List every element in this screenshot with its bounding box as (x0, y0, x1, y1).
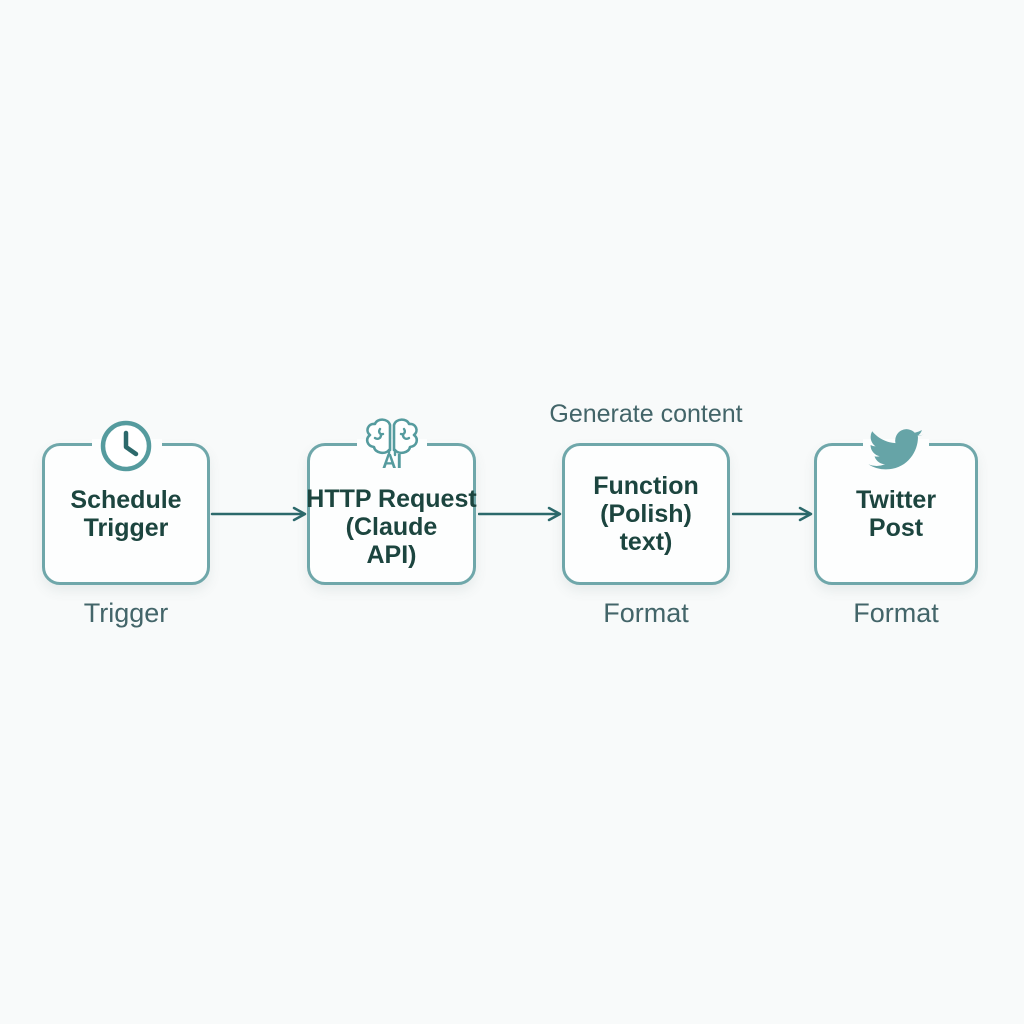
connector-arrow-1 (210, 506, 307, 522)
caption-generate-content: Generate content (549, 400, 743, 428)
clock-icon (100, 420, 152, 472)
node-title-line: Twitter (855, 486, 937, 514)
border-gap (357, 439, 427, 450)
ai-brain-icon (365, 418, 419, 457)
node-title-line: HTTP Request (306, 485, 477, 513)
node-title-line: Post (868, 514, 924, 542)
node-title-line: (Polish) (600, 500, 692, 528)
node-http-request-claude-api[interactable]: HTTP Request (Claude API) (306, 443, 477, 585)
node-caption-format: Format (603, 598, 689, 628)
connector-arrow-3 (732, 506, 813, 522)
node-title-line: Trigger (83, 514, 169, 542)
node-title-line: Function (593, 472, 699, 500)
connector-arrow-2 (478, 506, 562, 522)
twitter-bird-icon (868, 429, 924, 470)
ai-icon-label: AI (382, 451, 402, 473)
node-function-polish-text[interactable]: Function (Polish) text) (562, 443, 730, 585)
node-title-line: text) (619, 528, 673, 556)
node-title-line: Schedule (70, 486, 182, 514)
node-title-line: (Claude (345, 513, 438, 541)
node-title-line: API) (366, 541, 417, 569)
node-caption-trigger: Trigger (83, 598, 169, 628)
node-caption-format: Format (853, 598, 939, 628)
